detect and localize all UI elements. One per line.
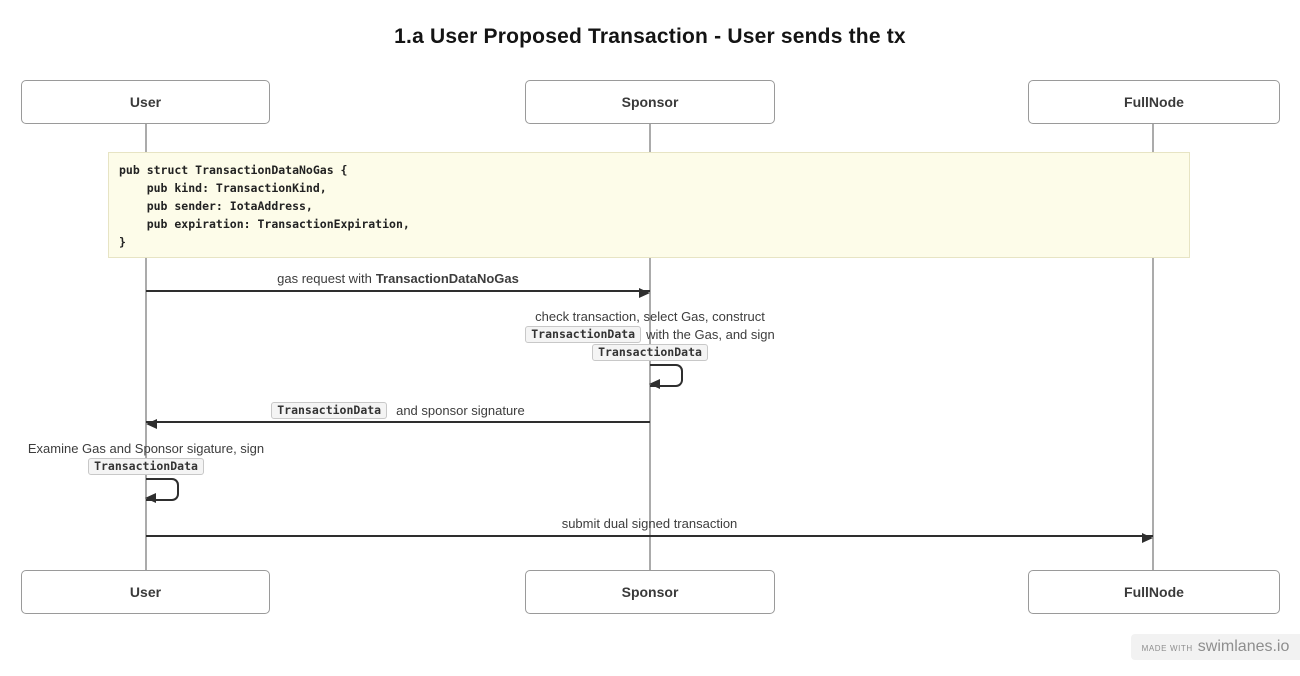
lifeline-user (145, 124, 147, 570)
diagram-title: 1.a User Proposed Transaction - User sen… (394, 25, 906, 48)
action-text-line: TransactionData (592, 343, 708, 361)
action-text: with the Gas, and sign (646, 326, 775, 342)
action-text-line: TransactionData (88, 457, 204, 475)
code-line: } (119, 235, 126, 249)
code-line: pub kind: TransactionKind, (119, 181, 327, 195)
code-chip: TransactionData (525, 325, 642, 343)
actor-label: FullNode (1124, 94, 1184, 110)
action-text: Examine Gas and Sponsor sigature, sign (27, 440, 265, 456)
code-chip: TransactionData (592, 343, 708, 361)
code-line: pub struct TransactionDataNoGas { (119, 163, 348, 177)
made-with-text: MADE WITH (1141, 644, 1193, 653)
brand-text: swimlanes.io (1197, 638, 1290, 655)
sponsor-self-loop-arrow (649, 364, 683, 389)
arrow-user-to-fullnode (146, 533, 1153, 543)
label-text: gas request with (277, 270, 372, 286)
code-line: pub sender: IotaAddress, (119, 199, 313, 213)
arrow-sponsor-to-user (146, 419, 650, 429)
actor-label: Sponsor (621, 94, 679, 110)
actor-top-fullnode: FullNode (1028, 80, 1280, 124)
actor-bottom-fullnode: FullNode (1028, 570, 1280, 614)
message-label-submit: submit dual signed transaction (146, 513, 1153, 533)
code-note: pub struct TransactionDataNoGas { pub ki… (108, 152, 1190, 258)
sponsor-action-note: check transaction, select Gas, construct… (450, 307, 850, 361)
actor-bottom-sponsor: Sponsor (525, 570, 775, 614)
action-text: check transaction, select Gas, construct (535, 308, 765, 324)
actor-label: FullNode (1124, 584, 1184, 600)
label-text: and sponsor signature (396, 402, 525, 418)
actor-bottom-user: User (21, 570, 270, 614)
message-label-reply: TransactionData and sponsor signature (146, 400, 650, 420)
actor-label: User (129, 584, 162, 600)
actor-top-user: User (21, 80, 270, 124)
actor-label: Sponsor (621, 584, 679, 600)
actor-label: User (129, 94, 162, 110)
user-self-loop-arrow (145, 478, 179, 503)
action-text-line: Examine Gas and Sponsor sigature, sign (28, 439, 264, 457)
code-chip: TransactionData (88, 457, 204, 475)
lifeline-fullnode (1152, 124, 1154, 570)
swimlanes-brand-link[interactable]: MADE WITH swimlanes.io (1131, 634, 1300, 660)
code-line: pub expiration: TransactionExpiration, (119, 217, 410, 231)
label-bold-text: TransactionDataNoGas (375, 270, 519, 286)
arrow-user-to-sponsor (146, 288, 650, 298)
code-chip: TransactionData (271, 401, 388, 419)
label-text: submit dual signed transaction (561, 515, 738, 531)
action-text-line: check transaction, select Gas, construct (535, 307, 765, 325)
user-action-note: Examine Gas and Sponsor sigature, sign T… (0, 439, 292, 475)
actor-top-sponsor: Sponsor (525, 80, 775, 124)
